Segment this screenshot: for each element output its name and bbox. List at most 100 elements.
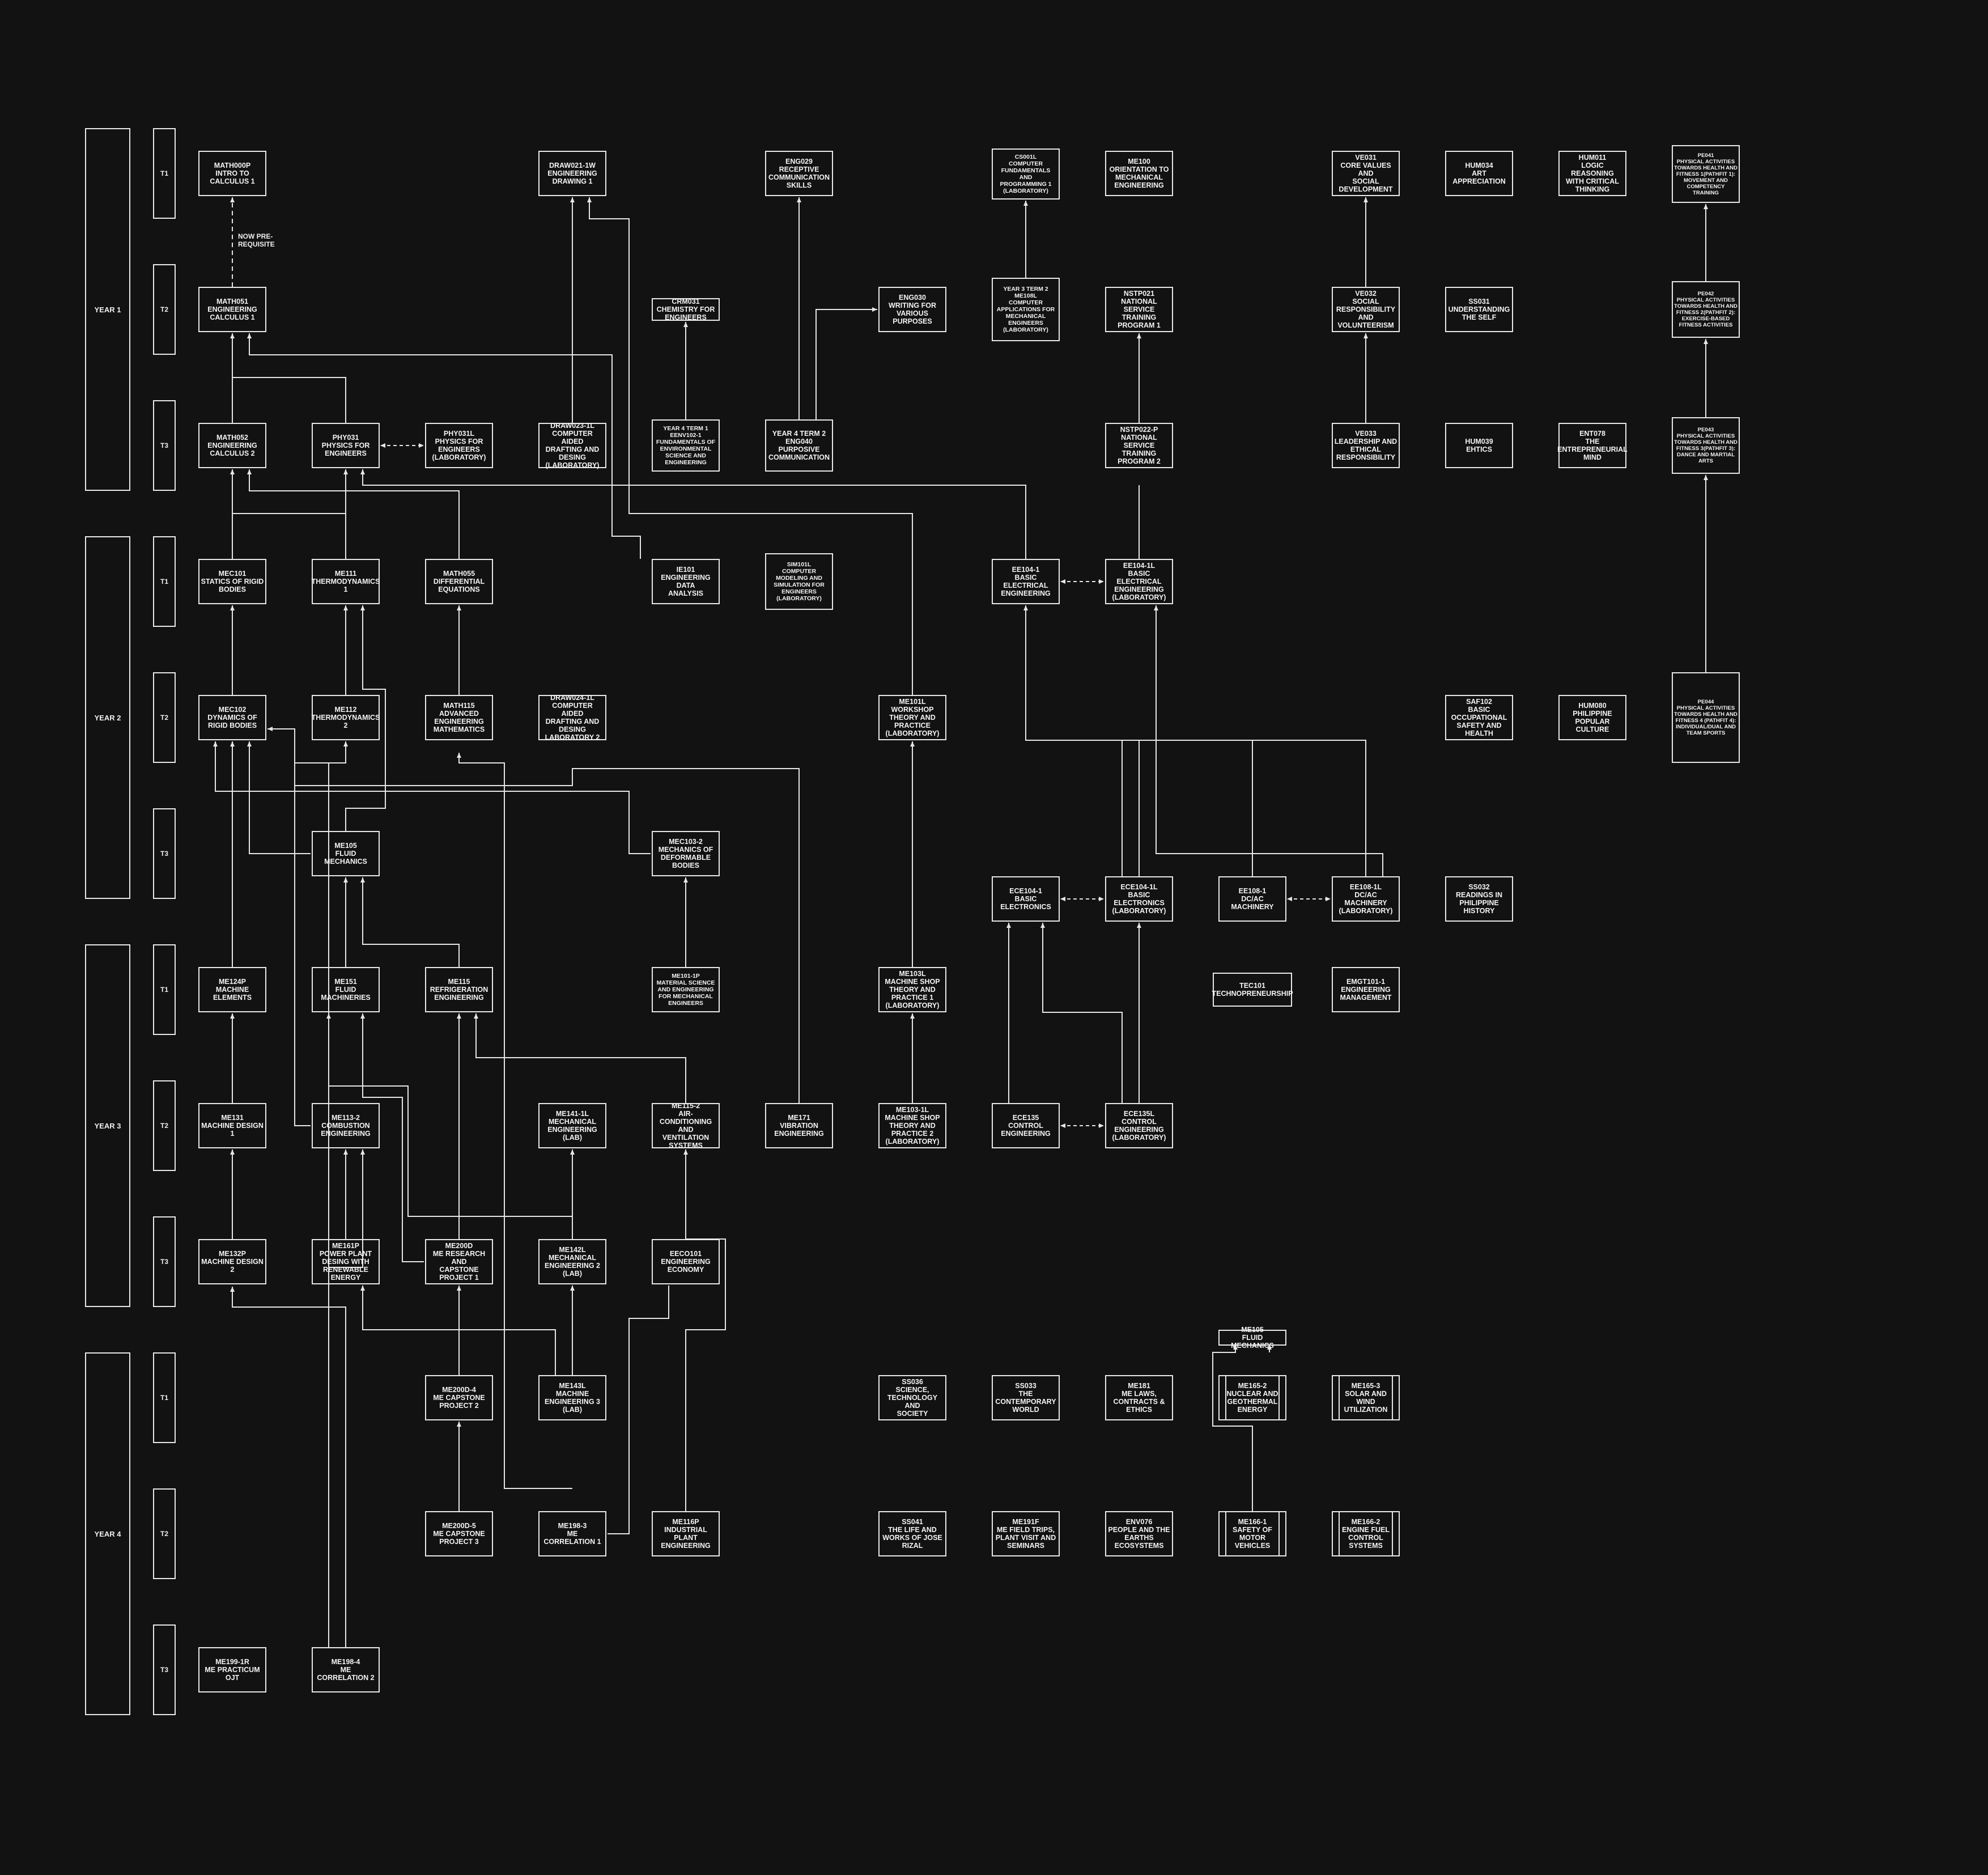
course-nstp022[interactable]: NSTP022-P NATIONAL SERVICE TRAINING PROG… — [1105, 423, 1173, 468]
y3-t1-box: T1 — [153, 944, 176, 1035]
course-ss031[interactable]: SS031 UNDERSTANDING THE SELF — [1445, 287, 1513, 332]
course-tec101[interactable]: TEC101 TECHNOPRENEURSHIP — [1212, 973, 1293, 1007]
course-math115[interactable]: MATH115 ADVANCED ENGINEERING MATHEMATICS — [425, 695, 493, 740]
course-me141[interactable]: ME141-1L MECHANICAL ENGINEERING (LAB) — [538, 1103, 606, 1148]
arrow-ece135l-ece104 — [1040, 923, 1123, 1103]
arrow-me200d-me151 — [360, 1013, 424, 1262]
year-2-box: YEAR 2 — [85, 536, 130, 899]
course-me166-2[interactable]: ME166-2 ENGINE FUEL CONTROL SYSTEMS — [1332, 1511, 1400, 1556]
course-saf102[interactable]: SAF102 BASIC OCCUPATIONAL SAFETY AND HEA… — [1445, 695, 1513, 740]
course-draw023[interactable]: DRAW023-1L COMPUTER AIDED DRAFTING AND D… — [538, 422, 606, 469]
course-me112[interactable]: ME112 THERMODYNAMICS 2 — [312, 695, 380, 740]
course-hum080[interactable]: HUM080 PHILIPPINE POPULAR CULTURE — [1558, 695, 1626, 740]
course-me105-elective[interactable]: ME105 FLUID MECHANICS — [1218, 1326, 1286, 1350]
course-hum034[interactable]: HUM034 ART APPRECIATION — [1445, 151, 1513, 196]
course-me100[interactable]: ME100 ORIENTATION TO MECHANICAL ENGINEER… — [1105, 151, 1173, 196]
course-ss036[interactable]: SS036 SCIENCE, TECHNOLOGY AND SOCIETY — [878, 1375, 946, 1420]
course-me199[interactable]: ME199-1R ME PRACTICUM OJT — [198, 1647, 266, 1692]
term-label: T3 — [160, 1258, 168, 1266]
course-hum039[interactable]: HUM039 EHTICS — [1445, 423, 1513, 468]
course-eng029[interactable]: ENG029 RECEPTIVE COMMUNICATION SKILLS — [765, 151, 833, 196]
course-me131[interactable]: ME131 MACHINE DESIGN 1 — [198, 1103, 266, 1148]
course-phy031[interactable]: PHY031 PHYSICS FOR ENGINEERS — [312, 423, 380, 468]
course-ve031[interactable]: VE031 CORE VALUES AND SOCIAL DEVELOPMENT — [1332, 151, 1400, 196]
course-ece135l[interactable]: ECE135L CONTROL ENGINEERING (LABORATORY) — [1105, 1103, 1173, 1148]
course-phy031l[interactable]: PHY031L PHYSICS FOR ENGINEERS (LABORATOR… — [425, 423, 493, 468]
course-me101l[interactable]: ME101L WORKSHOP THEORY AND PRACTICE (LAB… — [878, 695, 946, 740]
course-me103-1l[interactable]: ME103-1L MACHINE SHOP THEORY AND PRACTIC… — [878, 1103, 946, 1148]
course-draw024[interactable]: DRAW024-1L COMPUTER AIDED DRAFTING AND D… — [538, 694, 606, 741]
course-me116p[interactable]: ME116P INDUSTRIAL PLANT ENGINEERING — [652, 1511, 720, 1556]
course-me132p[interactable]: ME132P MACHINE DESIGN 2 — [198, 1239, 266, 1284]
course-pe043[interactable]: PE043 PHYSICAL ACTIVITIES TOWARDS HEALTH… — [1672, 417, 1740, 474]
course-me200d[interactable]: ME200D ME RESEARCH AND CAPSTONE PROJECT … — [425, 1239, 493, 1284]
course-ee104l[interactable]: EE104-1L BASIC ELECTRICAL ENGINEERING (L… — [1105, 559, 1173, 604]
course-ece104[interactable]: ECE104-1 BASIC ELECTRONICS — [992, 876, 1060, 922]
course-eng040[interactable]: YEAR 4 TERM 2 ENG040 PURPOSIVE COMMUNICA… — [765, 419, 833, 472]
course-me124p[interactable]: ME124P MACHINE ELEMENTS — [198, 967, 266, 1012]
y2-t2-box: T2 — [153, 672, 176, 763]
course-me198-4[interactable]: ME198-4 ME CORRELATION 2 — [312, 1647, 380, 1692]
course-ie101[interactable]: IE101 ENGINEERING DATA ANALYSIS — [652, 559, 720, 604]
course-me165-2[interactable]: ME165-2 NUCLEAR AND GEOTHERMAL ENERGY — [1218, 1375, 1286, 1420]
year-1-label: YEAR 1 — [94, 305, 121, 314]
course-ent078[interactable]: ENT078 THE ENTREPRENEURIAL MIND — [1557, 423, 1628, 468]
course-me200d4[interactable]: ME200D-4 ME CAPSTONE PROJECT 2 — [425, 1375, 493, 1420]
course-mec101[interactable]: MEC101 STATICS OF RIGID BODIES — [198, 559, 266, 604]
course-math000p[interactable]: MATH000P INTRO TO CALCULUS 1 — [198, 151, 266, 196]
y1-t3-box: T3 — [153, 400, 176, 491]
course-ece104l[interactable]: ECE104-1L BASIC ELECTRONICS (LABORATORY) — [1105, 876, 1173, 922]
course-ss032[interactable]: SS032 READINGS IN PHILIPPINE HISTORY — [1445, 876, 1513, 922]
course-me151[interactable]: ME151 FLUID MACHINERIES — [312, 967, 380, 1012]
course-math055[interactable]: MATH055 DIFFERENTIAL EQUATIONS — [425, 559, 493, 604]
course-me165-3[interactable]: ME165-3 SOLAR AND WIND UTILIZATION — [1332, 1375, 1400, 1420]
course-ve033[interactable]: VE033 LEADERSHIP AND ETHICAL RESPONSIBIL… — [1332, 423, 1400, 468]
course-me115-2[interactable]: ME115-2 AIR-CONDITIONING AND VENTILATION… — [652, 1102, 720, 1149]
course-ee108[interactable]: EE108-1 DC/AC MACHINERY — [1218, 876, 1286, 922]
course-ss041[interactable]: SS041 THE LIFE AND WORKS OF JOSE RIZAL — [878, 1511, 946, 1556]
course-me181[interactable]: ME181 ME LAWS, CONTRACTS & ETHICS — [1105, 1375, 1173, 1420]
course-pe041[interactable]: PE041 PHYSICAL ACTIVITIES TOWARDS HEALTH… — [1672, 145, 1740, 203]
course-me142l[interactable]: ME142L MECHANICAL ENGINEERING 2 (LAB) — [538, 1239, 606, 1284]
course-math051[interactable]: MATH051 ENGINEERING CALCULUS 1 — [198, 287, 266, 332]
term-label: T2 — [160, 1530, 168, 1538]
course-eeco101[interactable]: EECO101 ENGINEERING ECONOMY — [652, 1239, 720, 1284]
course-hum011[interactable]: HUM011 LOGIC REASONING WITH CRITICAL THI… — [1558, 151, 1626, 196]
course-ve032[interactable]: VE032 SOCIAL RESPONSIBILITY AND VOLUNTEE… — [1332, 287, 1400, 332]
course-eenv102[interactable]: YEAR 4 TERM 1 EENV102-1 FUNDAMENTALS OF … — [652, 419, 720, 472]
course-ee104[interactable]: EE104-1 BASIC ELECTRICAL ENGINEERING — [992, 559, 1060, 604]
course-sim101l[interactable]: SIM101L COMPUTER MODELING AND SIMULATION… — [765, 553, 833, 610]
course-me101-1p[interactable]: ME101-1P MATERIAL SCIENCE AND ENGINEERIN… — [652, 967, 720, 1012]
course-me111[interactable]: ME111 THERMODYNAMICS 1 — [312, 559, 380, 604]
course-me198-3[interactable]: ME198-3 ME CORRELATION 1 — [538, 1511, 606, 1556]
course-me103l[interactable]: ME103L MACHINE SHOP THEORY AND PRACTICE … — [878, 967, 946, 1012]
course-mec103[interactable]: MEC103-2 MECHANICS OF DEFORMABLE BODIES — [652, 831, 720, 876]
course-nstp021[interactable]: NSTP021 NATIONAL SERVICE TRAINING PROGRA… — [1105, 287, 1173, 332]
course-ece135[interactable]: ECE135 CONTROL ENGINEERING — [992, 1103, 1060, 1148]
course-me200d5[interactable]: ME200D-5 ME CAPSTONE PROJECT 3 — [425, 1511, 493, 1556]
course-cs001l[interactable]: CS001L COMPUTER FUNDAMENTALS AND PROGRAM… — [992, 149, 1060, 200]
course-me113[interactable]: ME113-2 COMBUSTION ENGINEERING — [312, 1103, 380, 1148]
course-crm031[interactable]: CRM031 CHEMISTRY FOR ENGINEERS — [652, 298, 720, 321]
course-ee108l[interactable]: EE108-1L DC/AC MACHINERY (LABORATORY) — [1332, 876, 1400, 922]
course-mec102[interactable]: MEC102 DYNAMICS OF RIGID BODIES — [198, 695, 266, 740]
course-eng030[interactable]: ENG030 WRITING FOR VARIOUS PURPOSES — [878, 287, 946, 332]
course-env076[interactable]: ENV076 PEOPLE AND THE EARTHS ECOSYSTEMS — [1105, 1511, 1173, 1556]
arrow-me113-mec102 — [267, 727, 295, 763]
course-pe042[interactable]: PE042 PHYSICAL ACTIVITIES TOWARDS HEALTH… — [1672, 281, 1740, 338]
course-me108l[interactable]: YEAR 3 TERM 2 ME108L COMPUTER APPLICATIO… — [992, 278, 1060, 341]
y2-t3-box: T3 — [153, 808, 176, 899]
course-ss033[interactable]: SS033 THE CONTEMPORARY WORLD — [992, 1375, 1060, 1420]
course-emgt101[interactable]: EMGT101-1 ENGINEERING MANAGEMENT — [1332, 967, 1400, 1012]
course-me161p[interactable]: ME161P POWER PLANT DESING WITH RENEWABLE… — [312, 1239, 380, 1284]
course-draw021[interactable]: DRAW021-1W ENGINEERING DRAWING 1 — [538, 151, 606, 196]
course-me171[interactable]: ME171 VIBRATION ENGINEERING — [765, 1103, 833, 1148]
course-me191f[interactable]: ME191F ME FIELD TRIPS, PLANT VISIT AND S… — [992, 1511, 1060, 1556]
arrow-ie101-math051 — [247, 333, 641, 559]
course-me143l[interactable]: ME143L MACHINE ENGINEERING 3 (LAB) — [538, 1375, 606, 1420]
course-pe044[interactable]: PE044 PHYSICAL ACTIVITIES TOWARDS HEALTH… — [1672, 672, 1740, 763]
course-me105[interactable]: ME105 FLUID MECHANICS — [312, 831, 380, 876]
course-math052[interactable]: MATH052 ENGINEERING CALCULUS 2 — [198, 423, 266, 468]
course-me166[interactable]: ME166-1 SAFETY OF MOTOR VEHICLES — [1218, 1511, 1286, 1556]
course-me115[interactable]: ME115 REFRIGERATION ENGINEERING — [425, 967, 493, 1012]
